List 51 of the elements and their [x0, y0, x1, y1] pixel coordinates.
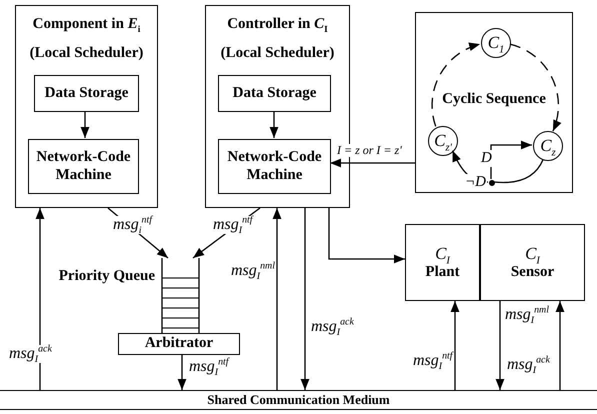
scheduler-box	[205, 5, 350, 208]
process-box	[118, 333, 240, 355]
arrow	[496, 301, 504, 390]
node-label: Network-Code Machine	[226, 149, 323, 184]
arrow	[270, 111, 278, 138]
node-label: (Local Scheduler)	[220, 45, 334, 62]
node-label: (Local Scheduler)	[30, 45, 144, 62]
state-circle	[481, 28, 511, 58]
arrow	[36, 208, 44, 390]
device-box	[480, 224, 585, 301]
node-label: Data Storage	[232, 84, 316, 102]
edge-label: I = z or I = z'	[336, 144, 403, 158]
arrow	[450, 301, 460, 390]
arrow	[556, 301, 564, 390]
queue-label: Priority Queue	[58, 268, 155, 285]
state-circle	[533, 131, 563, 161]
node-label: Controller in C$_{I}$	[227, 16, 328, 34]
node-label: Shared Communication Medium	[207, 392, 390, 408]
node-label: C$_{z}$	[540, 136, 556, 156]
arrow	[80, 111, 90, 138]
process-box	[218, 139, 331, 194]
arrow	[452, 150, 488, 183]
scheduler-box	[15, 5, 158, 208]
arrow	[272, 208, 282, 390]
arrow	[510, 43, 561, 132]
node-label: Data Storage	[44, 84, 128, 102]
arrow	[330, 158, 415, 168]
process-box	[218, 75, 331, 112]
node-label: C$_{z'}$	[434, 131, 452, 151]
node-label: Plant	[425, 264, 460, 281]
arrow	[328, 208, 405, 264]
node-label: Arbitrator	[144, 335, 214, 353]
device-box	[405, 224, 480, 301]
node-label: C$_{I}$	[435, 244, 450, 264]
state-circle	[428, 126, 458, 156]
communication-bus	[0, 390, 597, 410]
arrow	[431, 43, 480, 127]
node-label: C$_{I}$	[525, 244, 540, 264]
node-label: C$_{1}$	[488, 33, 504, 53]
process-box	[34, 75, 139, 112]
arrow	[300, 208, 310, 390]
connector-line	[494, 159, 544, 184]
process-box	[28, 139, 139, 194]
node-label: Cyclic Sequence	[442, 91, 546, 108]
edge-label: D	[480, 150, 493, 166]
arrow	[178, 355, 186, 390]
node-label: Network-Code Machine	[35, 149, 132, 184]
arrow	[490, 140, 532, 179]
junction-dot	[489, 180, 495, 186]
node-label: Component in E$_{i}$	[32, 16, 140, 34]
node-label: Sensor	[510, 264, 554, 281]
